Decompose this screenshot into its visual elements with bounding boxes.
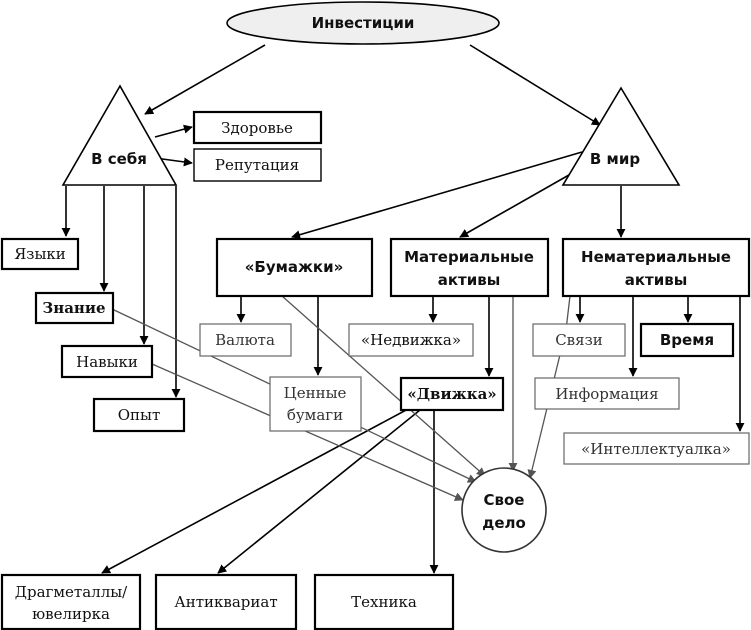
node-currency: Валюта <box>199 323 292 357</box>
node-connections: Связи <box>532 323 626 357</box>
metals-label-line2: ювелирка <box>32 605 110 623</box>
securities-label-line1: Ценные <box>284 384 347 402</box>
node-metals: Драгметаллы/ ювелирка <box>0 573 142 630</box>
node-languages: Языки <box>0 237 80 271</box>
experience-label: Опыт <box>118 406 161 424</box>
metals-label-line1: Драгметаллы/ <box>15 583 128 601</box>
securities-label-line2: бумаги <box>287 406 343 424</box>
currency-label: Валюта <box>215 331 275 349</box>
node-antiques: Антиквариат <box>154 573 298 630</box>
node-material: Материальные активы <box>389 237 550 298</box>
node-business: Свое дело <box>461 467 547 553</box>
material-label-line2: активы <box>438 271 501 289</box>
node-equipment: Техника <box>313 573 455 630</box>
node-securities: Ценные бумаги <box>269 376 362 432</box>
business-label-line2: дело <box>482 514 526 532</box>
arrow-self-health <box>154 124 193 138</box>
node-movables: «Движка» <box>399 376 505 412</box>
arrow-skills-business <box>151 363 464 501</box>
node-self: В себя <box>61 84 178 186</box>
papers-label: «Бумажки» <box>245 258 344 276</box>
connections-label: Связи <box>555 331 603 349</box>
knowledge-label: Знание <box>42 299 105 317</box>
node-nonmaterial: Нематериальные активы <box>561 237 751 298</box>
realestate-label: «Недвижка» <box>361 331 461 349</box>
node-root: Инвестиции <box>226 1 500 45</box>
node-skills: Навыки <box>60 344 154 379</box>
node-reputation: Репутация <box>193 148 322 182</box>
connectors <box>61 44 745 574</box>
nonmaterial-label-line1: Нематериальные <box>581 248 731 266</box>
node-time: Время <box>639 322 735 358</box>
information-label: Информация <box>555 385 658 403</box>
root-label: Инвестиции <box>312 14 415 32</box>
nonmaterial-label-line2: активы <box>625 271 688 289</box>
node-health: Здоровье <box>192 110 323 145</box>
self-label: В себя <box>91 150 147 168</box>
skills-label: Навыки <box>76 353 138 371</box>
arrow-root-world <box>469 44 601 126</box>
arrow-movables-metals <box>101 408 409 574</box>
arrow-world-papers <box>291 151 583 240</box>
arrow-movables-antiques <box>217 409 421 574</box>
movables-label: «Движка» <box>407 385 496 403</box>
equipment-label: Техника <box>351 593 417 611</box>
node-papers: «Бумажки» <box>215 237 374 298</box>
node-world: В мир <box>561 86 681 186</box>
health-label: Здоровье <box>221 119 293 137</box>
reputation-label: Репутация <box>215 156 299 174</box>
time-label: Время <box>660 331 714 349</box>
business-label-line1: Свое <box>484 491 525 509</box>
material-label-line1: Материальные <box>404 248 534 266</box>
world-label: В мир <box>590 150 640 168</box>
node-realestate: «Недвижка» <box>348 323 474 357</box>
languages-label: Языки <box>14 245 66 263</box>
arrow-root-self <box>144 44 266 115</box>
node-intellectual: «Интеллектуалка» <box>563 432 750 465</box>
intellectual-label: «Интеллектуалка» <box>581 440 731 458</box>
arrow-papers-business <box>281 295 486 477</box>
node-knowledge: Знание <box>34 291 115 325</box>
antiques-label: Антиквариат <box>174 593 277 611</box>
node-information: Информация <box>534 377 680 410</box>
node-experience: Опыт <box>92 397 186 433</box>
